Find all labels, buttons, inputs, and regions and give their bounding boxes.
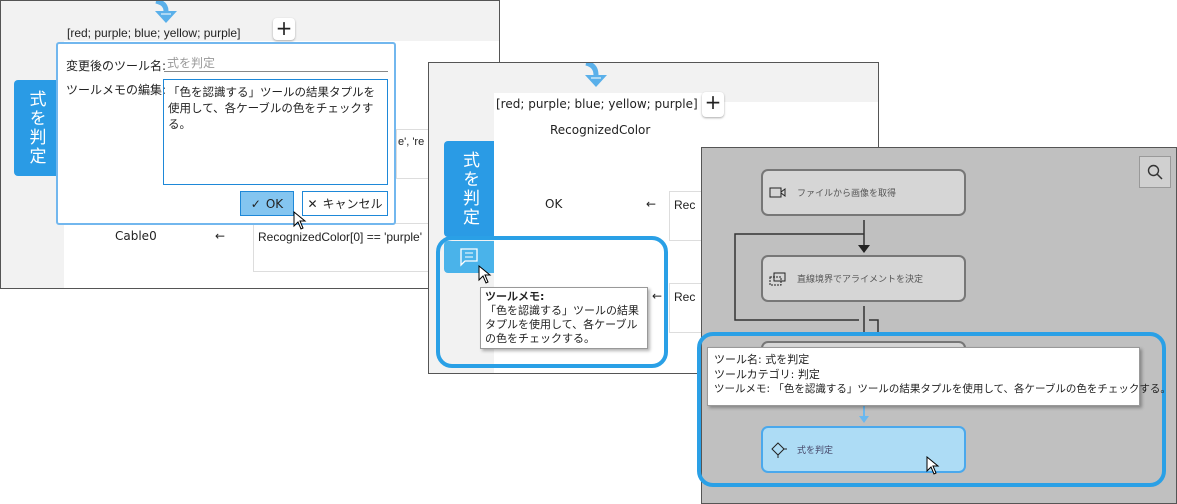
memo-label: ツールメモの編集: bbox=[66, 83, 167, 97]
row-arrow: ← bbox=[215, 229, 226, 243]
cancel-button[interactable]: ✕ キャンセル bbox=[302, 191, 388, 216]
cancel-label: キャンセル bbox=[322, 197, 383, 211]
flow-node-alignment[interactable]: 直線境界でアライメントを決定 bbox=[761, 255, 966, 302]
tooltip-tool-name: ツール名: 式を判定 bbox=[714, 353, 810, 366]
zoom-button[interactable] bbox=[1139, 156, 1171, 188]
node-label: ファイルから画像を取得 bbox=[797, 189, 897, 199]
ok-button[interactable]: ✓ OK bbox=[240, 191, 294, 216]
row2-arrow: ← bbox=[652, 289, 663, 303]
list-value: [red; purple; blue; yellow; purple] bbox=[496, 97, 698, 111]
tooltip-title: ツールメモ: bbox=[485, 290, 545, 303]
tool-info-tooltip: ツール名: 式を判定 ツールカテゴリ: 判定 ツールメモ: 「色を認識する」ツー… bbox=[707, 347, 1171, 406]
tool-name-placeholder: 式を判定 bbox=[167, 56, 216, 70]
rename-dialog: 変更後のツール名: 式を判定 ツールメモの編集: 「色を認識する」ツールの結果タ… bbox=[56, 42, 396, 225]
decision-icon bbox=[771, 441, 787, 458]
tool-name-input[interactable]: 式を判定 bbox=[164, 54, 388, 72]
mouse-cursor-icon bbox=[926, 456, 940, 475]
expression-text: Rec bbox=[674, 290, 696, 304]
ok-label: OK bbox=[265, 196, 284, 211]
flow-connectors bbox=[734, 220, 884, 423]
mouse-cursor-icon bbox=[478, 265, 492, 284]
memo-icon bbox=[460, 248, 478, 267]
panel-edit-dialog-screen: [red; purple; blue; yellow; purple] + 式を… bbox=[0, 0, 500, 289]
highlight-frame bbox=[697, 332, 1166, 487]
expression-text: RecognizedColor[0] == 'purple' bbox=[258, 230, 423, 244]
mouse-cursor-icon bbox=[293, 211, 307, 230]
add-button[interactable]: + bbox=[702, 92, 724, 117]
alignment-icon bbox=[769, 272, 786, 285]
expression-text: e', 're bbox=[398, 136, 425, 148]
node-label: 式を判定 bbox=[797, 446, 834, 456]
camera-icon bbox=[769, 187, 786, 197]
row-left-label: Cable0 bbox=[115, 229, 157, 243]
tooltip-body: 「色を認識する」ツールの結果タプルを使用して、各ケーブルの色をチェックする。 bbox=[485, 304, 639, 345]
flow-arrow-icon bbox=[585, 63, 607, 87]
memo-text: 「色を認識する」ツールの結果タプルを使用して、各ケーブルの色をチェックする。 bbox=[168, 85, 375, 131]
search-icon bbox=[1147, 164, 1163, 180]
memo-textarea[interactable]: 「色を認識する」ツールの結果タプルを使用して、各ケーブルの色をチェックする。 bbox=[163, 79, 388, 185]
list-value: [red; purple; blue; yellow; purple] bbox=[67, 26, 241, 40]
flow-arrow-icon bbox=[155, 1, 177, 23]
expression-box[interactable]: Rec bbox=[669, 191, 702, 241]
canvas-header bbox=[494, 93, 704, 105]
tool-tab[interactable]: 式を判定 bbox=[444, 141, 494, 237]
highlight-frame bbox=[436, 236, 668, 368]
memo-button[interactable] bbox=[444, 241, 494, 273]
check-icon: ✓ bbox=[250, 196, 261, 211]
tool-tab[interactable]: 式を判定 bbox=[14, 80, 57, 176]
tooltip-tool-memo: ツールメモ: 「色を認識する」ツールの結果タプルを使用して、各ケーブルの色をチェ… bbox=[714, 383, 1171, 395]
memo-tooltip: ツールメモ: 「色を認識する」ツールの結果タプルを使用して、各ケーブルの色をチェ… bbox=[480, 287, 648, 349]
column-header: RecognizedColor bbox=[550, 123, 651, 137]
flow-node-get-image[interactable]: ファイルから画像を取得 bbox=[761, 169, 966, 216]
expression-box-partial: e', 're bbox=[396, 129, 429, 179]
close-icon: ✕ bbox=[307, 196, 318, 211]
tooltip-tool-category: ツールカテゴリ: 判定 bbox=[714, 368, 820, 381]
expression-box[interactable]: Rec bbox=[669, 283, 702, 333]
expression-box[interactable]: RecognizedColor[0] == 'purple' bbox=[253, 223, 429, 272]
add-button[interactable]: + bbox=[273, 18, 295, 40]
row1-arrow: ← bbox=[646, 197, 657, 211]
expression-text: Rec bbox=[674, 198, 696, 212]
row1-left-label: OK bbox=[545, 197, 563, 211]
name-label: 変更後のツール名: bbox=[66, 59, 167, 73]
node-label: 直線境界でアライメントを決定 bbox=[797, 275, 924, 285]
